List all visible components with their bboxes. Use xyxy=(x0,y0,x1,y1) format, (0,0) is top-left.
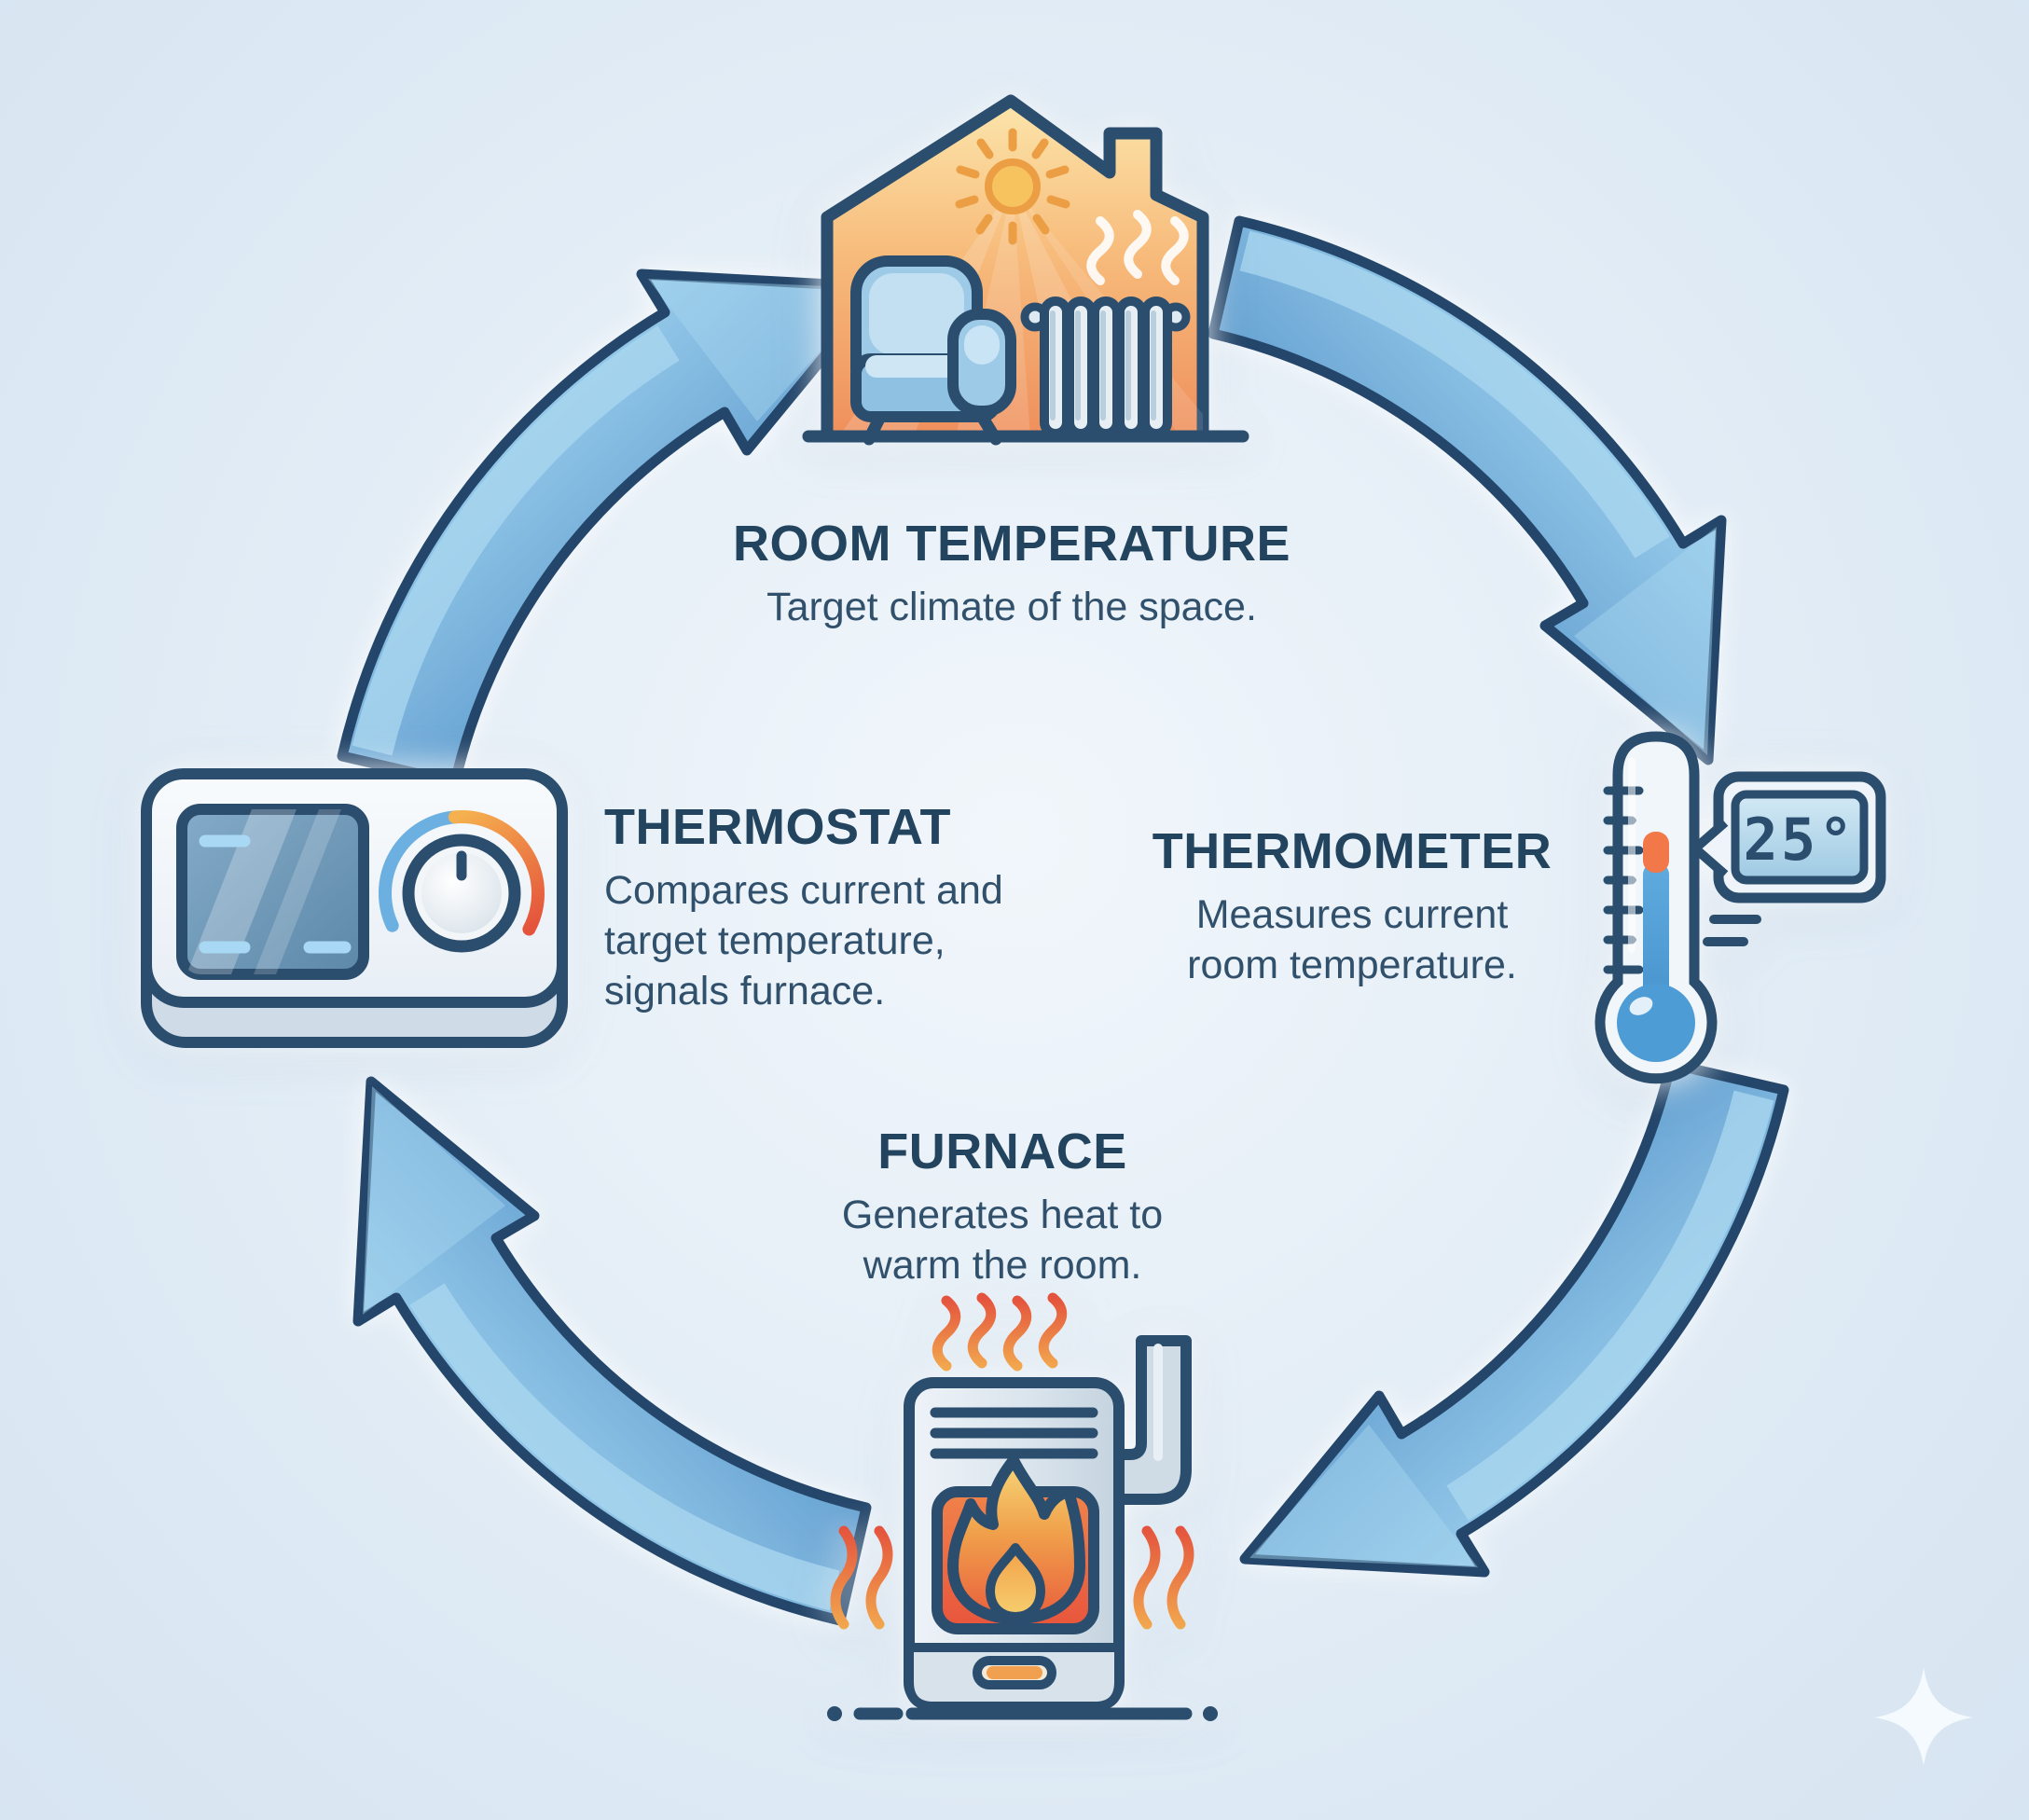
furnace-description: Generates heat to warm the room. xyxy=(841,1193,1164,1289)
exhaust-pipe xyxy=(1113,1335,1192,1505)
room-temperature-description: Target climate of the space. xyxy=(766,585,1257,629)
sparkle-icon xyxy=(1874,1667,1973,1766)
arrow-thermometer-to-furnace-icon xyxy=(1245,1064,1784,1572)
mercury-tip xyxy=(1643,832,1669,873)
mercury-column xyxy=(1643,862,1669,1004)
signal-dashes-icon xyxy=(1703,915,1761,946)
radiator-icon xyxy=(1020,296,1191,438)
thermostat-title: THERMOSTAT xyxy=(604,799,951,855)
temperature-readout: 25° xyxy=(1744,806,1856,874)
furnace-ground-line xyxy=(827,1706,1218,1721)
furnace-title: FURNACE xyxy=(877,1124,1127,1179)
lcd-screen xyxy=(1731,790,1869,885)
thermostat-description: Compares current and target temperature,… xyxy=(604,868,1003,1014)
thermometer-description: Measures current room temperature. xyxy=(1187,892,1517,988)
heat-waves-top-icon xyxy=(932,1292,1068,1372)
dial-arc-cool xyxy=(379,810,462,932)
thermometer-title: THERMOMETER xyxy=(1152,823,1553,879)
heat-waves-sides-icon xyxy=(830,1525,1194,1630)
display-pointer xyxy=(1691,819,1729,878)
screen-readout-dashes xyxy=(199,834,352,954)
thermometer-icon: 25° xyxy=(1594,731,1886,1084)
room-temperature-title: ROOM TEMPERATURE xyxy=(733,516,1291,572)
thermostat-screen xyxy=(176,804,369,980)
furnace-label: FURNACE Generates heat to warm the room. xyxy=(718,1123,1287,1290)
sun-icon xyxy=(955,128,1070,245)
room-temperature-label: ROOM TEMPERATURE Target climate of the s… xyxy=(545,515,1478,632)
thermometer-bulb xyxy=(1617,984,1695,1062)
arrow-room-to-thermometer-icon xyxy=(1213,221,1721,760)
dial-arc-warm xyxy=(448,809,545,936)
house-room-icon xyxy=(802,94,1249,446)
thermometer-label: THERMOMETER Measures current room temper… xyxy=(1063,822,1641,990)
furnace-vents xyxy=(930,1407,1098,1459)
heat-waves-icon xyxy=(1086,210,1189,285)
furnace-icon xyxy=(827,1292,1218,1721)
thermostat-label: THERMOSTAT Compares current and target t… xyxy=(604,798,1145,1017)
armchair-icon xyxy=(850,255,1016,446)
thermostat-icon xyxy=(141,768,568,1048)
